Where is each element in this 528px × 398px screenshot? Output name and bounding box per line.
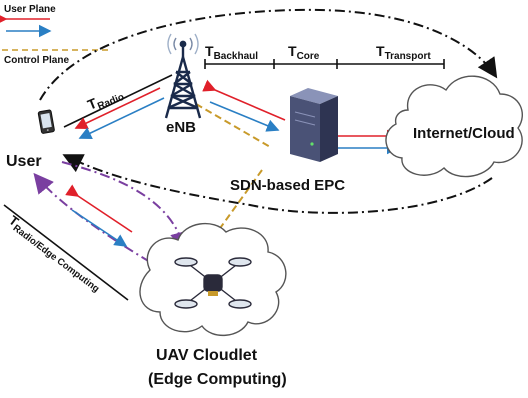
end-to-end-path-lower bbox=[62, 154, 493, 214]
t-core-label: TCore bbox=[288, 43, 320, 62]
smartphone-icon bbox=[37, 109, 55, 134]
t-radio-edge-bracket bbox=[3, 204, 129, 301]
legend: User Plane Control Plane bbox=[0, 4, 112, 66]
enb-label: eNB bbox=[166, 119, 196, 136]
server-icon bbox=[290, 88, 338, 162]
edge-path-to-uav bbox=[61, 161, 190, 252]
legend-user-plane-label: User Plane bbox=[4, 4, 56, 15]
antenna-tower-icon bbox=[164, 33, 202, 119]
user-label: User bbox=[6, 153, 42, 170]
t-radio-edge-label: TRadio/Edge Computing bbox=[4, 212, 105, 294]
epc-label: SDN-based EPC bbox=[230, 177, 345, 194]
uav-cloudlet-label: UAV Cloudlet bbox=[156, 347, 258, 364]
cloud-icon bbox=[385, 75, 523, 178]
t-radio-label: TRadio bbox=[85, 84, 126, 115]
user-enb-downlink bbox=[78, 97, 165, 139]
user-uav-downlink bbox=[71, 209, 128, 247]
end-to-end-path-upper bbox=[39, 8, 498, 101]
user-enb-uplink bbox=[74, 87, 161, 129]
control-plane-enb-epc bbox=[195, 103, 273, 149]
cloud-label: Internet/Cloud bbox=[413, 125, 515, 142]
latency-bracket-top bbox=[204, 59, 445, 69]
drone-icon bbox=[174, 257, 252, 309]
user-uav-uplink bbox=[65, 184, 133, 233]
enb-epc-uplink bbox=[202, 79, 286, 121]
t-backhaul-label: TBackhaul bbox=[205, 43, 258, 62]
enb-epc-downlink bbox=[209, 101, 280, 132]
uav-edge-computing-label: (Edge Computing) bbox=[148, 371, 287, 388]
legend-control-plane-label: Control Plane bbox=[4, 55, 69, 66]
t-transport-label: TTransport bbox=[376, 43, 431, 62]
